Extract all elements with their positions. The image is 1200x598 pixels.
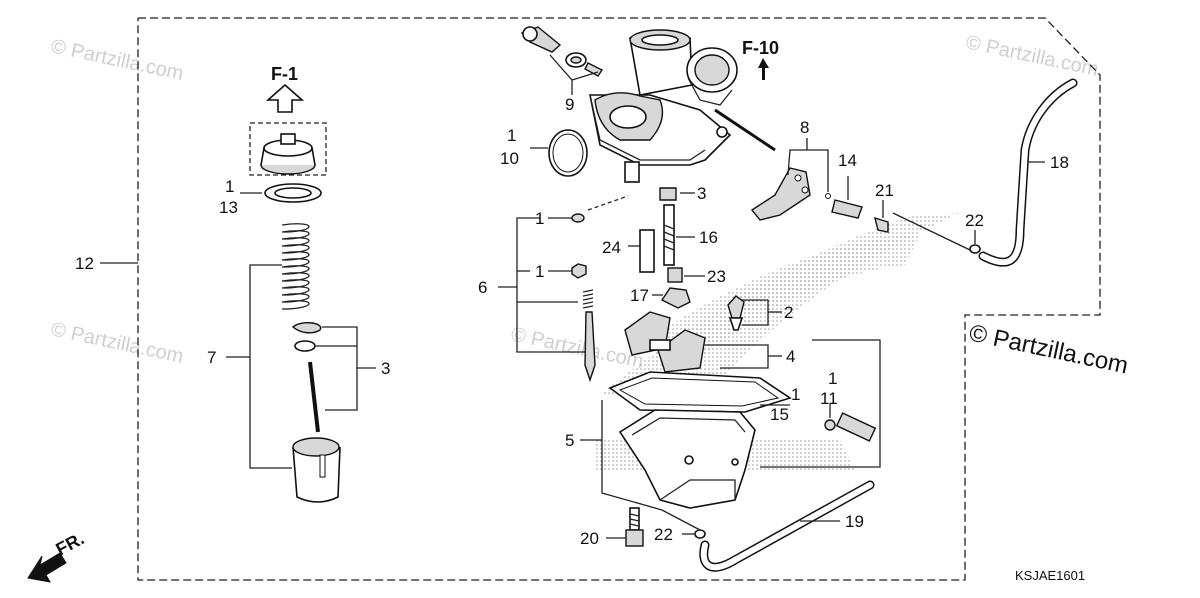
f1-arrow [265, 83, 305, 113]
callout-22a: 22 [965, 211, 984, 230]
callout-19: 19 [845, 512, 864, 531]
callout-9: 9 [565, 95, 574, 114]
thread [663, 224, 675, 251]
leader-bowl-dash [587, 195, 629, 211]
callout-1c: 1 [535, 209, 544, 228]
callout-12: 12 [75, 254, 94, 273]
pilot-spring [582, 289, 594, 309]
link-21-18 [892, 212, 971, 251]
callout-3b: 3 [697, 184, 706, 203]
callout-1-10a: 1 [507, 126, 516, 145]
callout-18: 18 [1050, 153, 1069, 172]
washer-13-hole [274, 187, 312, 199]
callout-7: 7 [207, 348, 216, 367]
callout-3a: 3 [381, 359, 390, 378]
carburetor-body [520, 26, 776, 183]
throttle-valve [292, 437, 341, 503]
drain-screw-11 [835, 412, 877, 442]
callout-16: 16 [699, 228, 718, 247]
vent-tube-18 [978, 78, 1078, 267]
callout-20: 20 [580, 529, 599, 548]
spring [280, 222, 320, 314]
bracket-7 [249, 264, 292, 469]
callout-5: 5 [565, 431, 574, 450]
callout-14: 14 [838, 151, 857, 170]
jet-3 [659, 187, 677, 201]
callout-8: 8 [800, 118, 809, 137]
float-valve-2 [727, 295, 745, 319]
float-valve-tip [728, 317, 744, 331]
bracket-11 [760, 339, 881, 468]
cable-stay-14 [831, 199, 863, 219]
watermark-mid-left: © Partzilla.com [49, 318, 185, 368]
ref-f10: F-10 [742, 38, 779, 58]
callout-22b: 22 [654, 525, 673, 544]
logo-wing-pattern-2 [640, 235, 920, 370]
drain-washer [824, 419, 836, 431]
bracket-8 [787, 149, 829, 192]
callout-17: 17 [630, 286, 649, 305]
vent-tube-18-inner [980, 80, 1076, 266]
nut-small [571, 263, 587, 279]
watermark-top-right: © Partzilla.com [964, 31, 1100, 81]
needle-clip [291, 322, 322, 334]
bolt-20 [625, 507, 644, 547]
bracket-3a [322, 326, 358, 411]
callout-1e: 1 [791, 385, 800, 404]
callout-11: 11 [820, 389, 838, 408]
callout-13: 13 [219, 198, 238, 217]
watermark-top-left: © Partzilla.com [49, 35, 185, 85]
callout-23: 23 [707, 267, 726, 286]
gasket-15-inner [618, 377, 780, 407]
callout-15: 15 [770, 405, 789, 424]
float-bowl-5 [618, 409, 756, 509]
main-jet-23 [667, 267, 683, 283]
plug-small [571, 213, 585, 223]
callout-6: 6 [478, 278, 487, 297]
callout-24: 24 [602, 238, 621, 257]
o-ring-10 [548, 129, 588, 177]
clip-22b [694, 529, 706, 539]
callout-1f: 1 [828, 369, 837, 388]
throttle-bracket-8 [750, 167, 811, 221]
diagram-code: KSJAE1601 [1015, 568, 1085, 583]
callout-2: 2 [784, 303, 793, 322]
jet-needle [308, 361, 320, 433]
callout-10: 10 [500, 149, 519, 168]
f10-arrow [758, 58, 769, 80]
slow-jet-17 [660, 287, 691, 309]
needle-washer [294, 340, 316, 352]
drain-tube-19-inner [700, 482, 873, 571]
watermarks: © Partzilla.com © Partzilla.com © Partzi… [49, 31, 1100, 373]
callout-4: 4 [786, 347, 795, 366]
bracket-5 [601, 400, 701, 531]
needle-jet-holder-16 [663, 204, 675, 266]
float-assembly [624, 311, 706, 373]
screw-21 [874, 216, 889, 233]
callout-21: 21 [875, 181, 894, 200]
front-direction-arrow [27, 552, 67, 583]
ref-f1: F-1 [271, 64, 298, 84]
needle-jet-24 [639, 229, 655, 273]
bracket-6 [516, 217, 585, 353]
brand-watermark: © Partzilla.com [967, 319, 1131, 379]
clip-22a [969, 244, 981, 254]
small-ring [825, 193, 831, 199]
top-cap [260, 133, 316, 175]
callout-1-13a: 1 [225, 177, 234, 196]
pilot-screw [584, 311, 596, 383]
callout-1d: 1 [535, 262, 544, 281]
